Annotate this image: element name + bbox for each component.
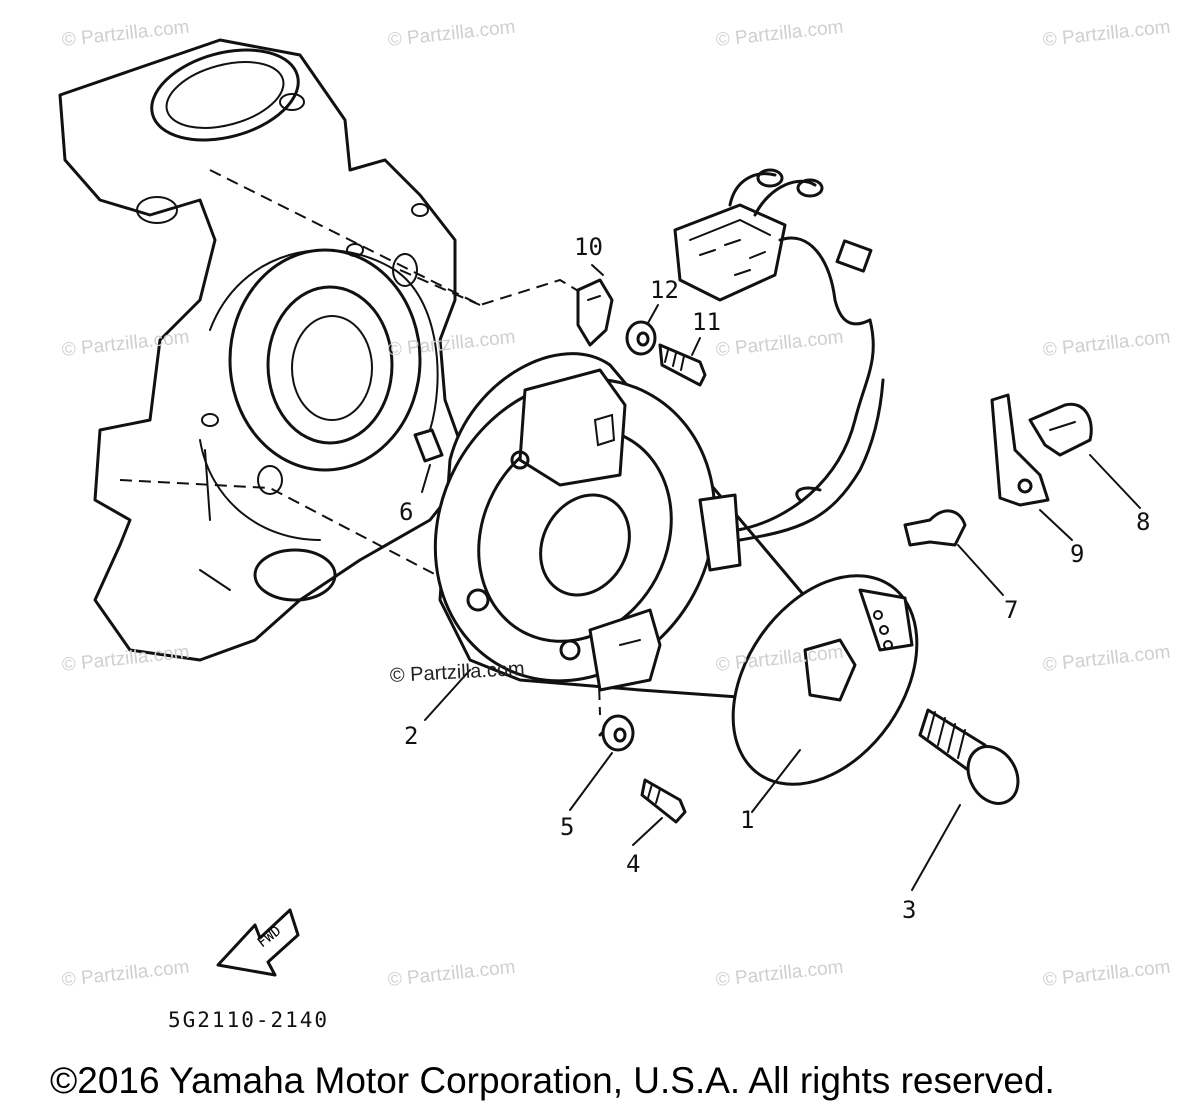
callout-9: 9	[1070, 540, 1085, 568]
callout-3: 3	[902, 896, 917, 924]
callout-1: 1	[740, 806, 755, 834]
part-1-rotor	[731, 574, 919, 786]
part-10-clip	[576, 278, 614, 347]
engine-block	[58, 38, 472, 662]
callout-10: 10	[574, 233, 603, 261]
part-11-screw	[658, 343, 707, 387]
part-4-screw	[640, 778, 687, 824]
part-9-bracket	[990, 393, 1050, 507]
callout-11: 11	[692, 308, 721, 336]
diagram-part-code: 5G2110-2140	[168, 1008, 330, 1032]
callout-6: 6	[399, 498, 414, 526]
part-3-bolt	[918, 708, 1020, 805]
part-7-clamp	[903, 509, 967, 547]
callout-8: 8	[1136, 508, 1151, 536]
callout-7: 7	[1004, 596, 1019, 624]
callout-5: 5	[560, 813, 575, 841]
callout-4: 4	[626, 850, 641, 878]
part-6-dowel	[413, 428, 444, 463]
part-12-washer	[625, 320, 657, 356]
copyright-notice: ©2016 Yamaha Motor Corporation, U.S.A. A…	[50, 1060, 1055, 1101]
callout-2: 2	[404, 722, 419, 750]
part-8-clip	[1028, 402, 1093, 457]
leader-lines	[421, 264, 1141, 891]
wiring-connector	[598, 168, 873, 737]
forward-arrow: FWD	[216, 908, 300, 977]
callout-12: 12	[650, 276, 679, 304]
stator-plate	[433, 318, 885, 702]
part-5-washer	[601, 714, 635, 752]
